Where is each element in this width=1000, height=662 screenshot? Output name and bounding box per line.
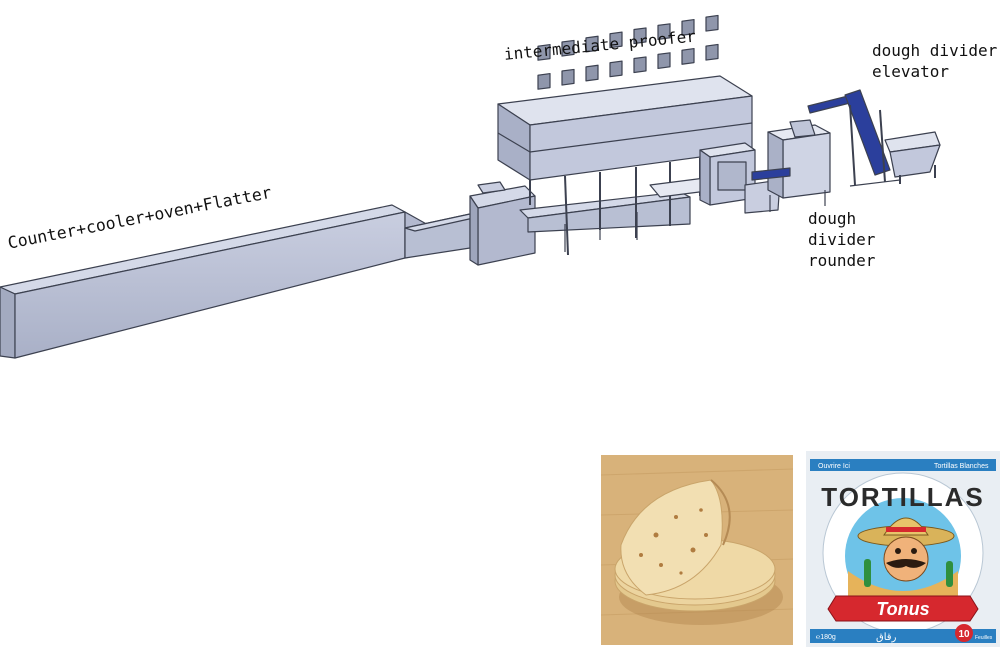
dough-divider-rounder xyxy=(699,119,831,214)
pack-arabic: رقاق xyxy=(876,632,897,643)
label-dough-divider-elevator: dough divider elevator xyxy=(872,40,997,82)
dough-divider-elevator xyxy=(807,89,941,187)
pack-title: TORTILLAS xyxy=(821,482,984,512)
pack-count: 10 xyxy=(958,629,970,640)
tortillas-package-photo: Ouvrire Ici Tortillas Blanches TORTILLAS… xyxy=(806,451,1000,647)
label-line: dough xyxy=(808,209,857,228)
label-line: rounder xyxy=(808,251,876,270)
pack-count-unit: Feuilles xyxy=(975,635,993,641)
pack-brand: Tonus xyxy=(876,599,929,619)
pack-top-right-text: Tortillas Blanches xyxy=(934,463,989,470)
pack-weight: ℮180g xyxy=(816,634,836,641)
counter-cooler-oven-flatter xyxy=(0,181,691,359)
label-line: elevator xyxy=(872,62,950,81)
tortillas-package-image: Ouvrire Ici Tortillas Blanches TORTILLAS… xyxy=(806,451,1000,647)
intermediate-proofer xyxy=(497,14,753,256)
tortilla-stack-image xyxy=(601,455,793,645)
label-dough-divider-rounder: dough divider rounder xyxy=(808,208,875,271)
label-line: divider xyxy=(808,230,876,249)
label-line: dough divider xyxy=(872,41,998,60)
pack-top-left-text: Ouvrire Ici xyxy=(818,463,850,470)
tortilla-stack-photo xyxy=(601,455,793,645)
